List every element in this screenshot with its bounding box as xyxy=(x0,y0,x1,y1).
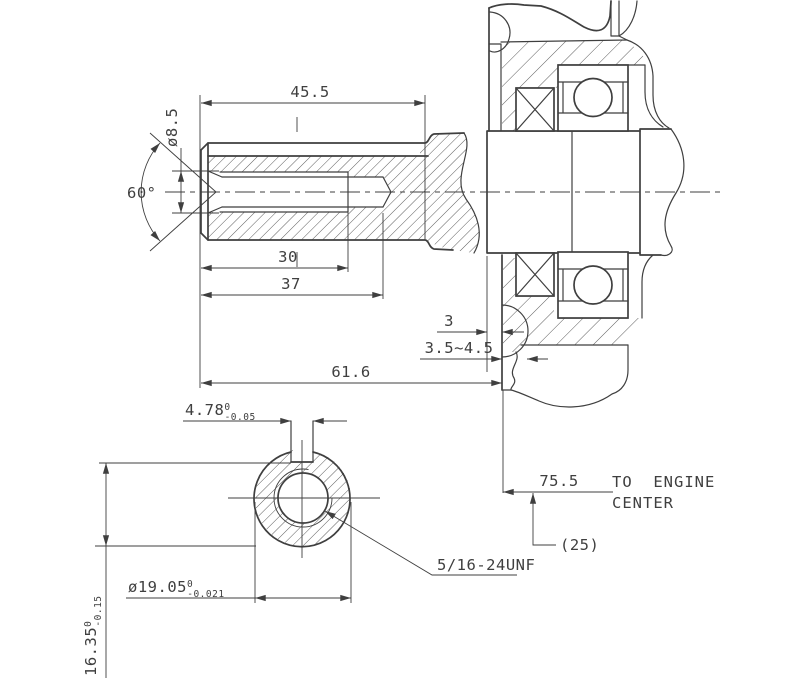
shaft-cross-section-view xyxy=(228,420,380,558)
dim-hole-diameter: ø8.5 xyxy=(163,108,181,147)
shaft-section xyxy=(200,128,685,257)
seals-and-bearings xyxy=(515,64,629,319)
label-thread-spec: 5/16-24UNF xyxy=(437,556,535,574)
dim-keyway-depth: 16.350-0.15 xyxy=(82,595,104,676)
dim-keyway-width: 4.780-0.05 xyxy=(185,401,256,423)
dim-engine-center-distance: 75.5 xyxy=(539,472,578,490)
thread-minor-lines xyxy=(221,176,384,208)
crosshair-centerlines xyxy=(228,440,380,558)
note-to-engine: TO ENGINE xyxy=(612,473,715,491)
dim-engine-center-ref: (25) xyxy=(560,536,599,554)
bearing-ball-bottom xyxy=(573,265,613,305)
keyway-slot xyxy=(290,420,314,463)
dim-thread-depth: 30 xyxy=(278,248,298,266)
dim-countersink-angle: 60° xyxy=(127,184,157,202)
dim-total-length: 61.6 xyxy=(331,363,370,381)
dim-shoulder-gap: 3 xyxy=(444,312,454,330)
bearing-ball-top xyxy=(573,77,613,118)
break-line xyxy=(460,132,480,254)
note-center: CENTER xyxy=(612,494,674,512)
dim-face-clearance: 3.5~4.5 xyxy=(425,339,494,357)
thread-major-lines xyxy=(219,171,349,213)
crankcase-boss xyxy=(501,304,529,358)
dim-hole-depth: 37 xyxy=(281,275,301,293)
dim-shaft-diameter: ø19.050-0.021 xyxy=(128,578,225,600)
dimensions: 45.5 30 37 61.6 3 3.5~4.5 75.5 TO ENGINE… xyxy=(82,83,715,678)
dim-shaft-length: 45.5 xyxy=(290,83,329,101)
